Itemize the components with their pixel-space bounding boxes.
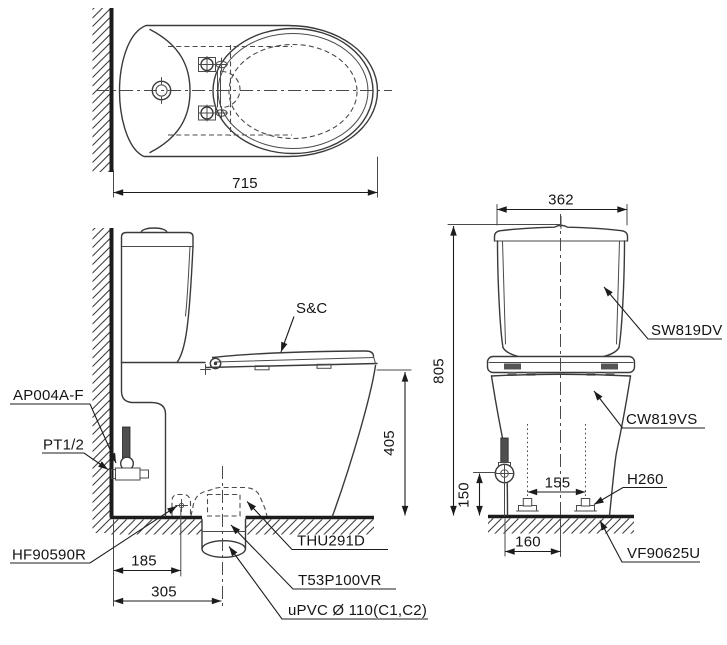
callout-pipe: uPVC Ø 110(C1,C2) xyxy=(228,546,428,620)
label-bowl-model: CW819VS xyxy=(626,411,697,428)
dim-height-value: 805 xyxy=(431,358,448,384)
cistern-side xyxy=(120,227,206,364)
callout-outlet: T53P100VR xyxy=(230,524,396,590)
dim-supply-offset: 160 xyxy=(504,518,561,557)
label-pipe-spec: uPVC Ø 110(C1,C2) xyxy=(288,602,427,619)
dim-trap-offset-value: 305 xyxy=(151,584,177,601)
dim-bolt-spacing: 155 xyxy=(527,475,586,496)
dim-trap-offset: 305 xyxy=(113,519,222,607)
label-valve-model: AP004A-F xyxy=(13,387,84,404)
floor-flange-outline xyxy=(171,493,192,516)
callout-flange: HF90590R xyxy=(10,505,178,564)
flush-button xyxy=(148,77,175,104)
callout-bolt-cap: H260 xyxy=(593,471,667,505)
label-inlet-size: PT1/2 xyxy=(43,437,84,454)
dim-supply-height: 150 xyxy=(456,472,497,516)
dim-flange-offset: 185 xyxy=(113,508,182,577)
wall-hatch xyxy=(92,228,114,533)
dim-height: 805 xyxy=(431,224,561,516)
dim-depth-value: 715 xyxy=(232,175,258,192)
dim-flange-offset-value: 185 xyxy=(131,553,157,570)
dim-supply-height-value: 150 xyxy=(456,482,473,508)
label-outlet-model: T53P100VR xyxy=(298,572,382,589)
side-view: 405 185 305 S&C AP004A-F PT1/2 HF90590R xyxy=(10,227,428,620)
bowl-front xyxy=(490,214,632,557)
dim-depth: 715 xyxy=(113,156,378,198)
seat-side xyxy=(200,350,378,375)
fixture-outline xyxy=(96,24,392,158)
dim-bolt-spacing-value: 155 xyxy=(545,475,571,492)
dim-supply-offset-value: 160 xyxy=(515,534,541,551)
top-view: 715 xyxy=(92,8,392,198)
floor xyxy=(110,515,374,535)
dim-seat-height-value: 405 xyxy=(381,430,398,456)
callout-seat: S&C xyxy=(280,300,327,353)
dim-width-value: 362 xyxy=(548,192,574,209)
fixing-bolt-right xyxy=(574,424,597,512)
label-flange-model: HF90590R xyxy=(12,547,86,564)
dim-seat-height: 405 xyxy=(376,369,412,516)
label-seat-model: S&C xyxy=(296,300,327,317)
supply-valve-side xyxy=(111,426,149,481)
callout-seal: VF90625U xyxy=(599,520,700,563)
trap-outline xyxy=(190,486,268,517)
seat-hinge-top xyxy=(198,56,228,122)
dim-width: 362 xyxy=(496,192,628,226)
label-tank-model: SW819DV xyxy=(651,322,722,339)
supply-valve-front xyxy=(494,437,515,517)
callout-inlet: PT1/2 xyxy=(42,437,109,470)
callout-bowl: CW819VS xyxy=(593,390,705,429)
label-trap-model: THU291D xyxy=(297,533,365,550)
callout-tank: SW819DV xyxy=(603,286,722,340)
fixing-bolt-left xyxy=(516,424,539,512)
front-view: 362 805 150 155 160 SW819DV CW819VS xyxy=(431,192,722,563)
callout-trap: THU291D xyxy=(246,501,388,551)
callout-supply-valve: AP004A-F xyxy=(10,387,117,464)
bowl-side xyxy=(120,361,377,517)
label-bolt-cap-model: H260 xyxy=(627,471,664,488)
label-seal-model: VF90625U xyxy=(627,545,700,562)
